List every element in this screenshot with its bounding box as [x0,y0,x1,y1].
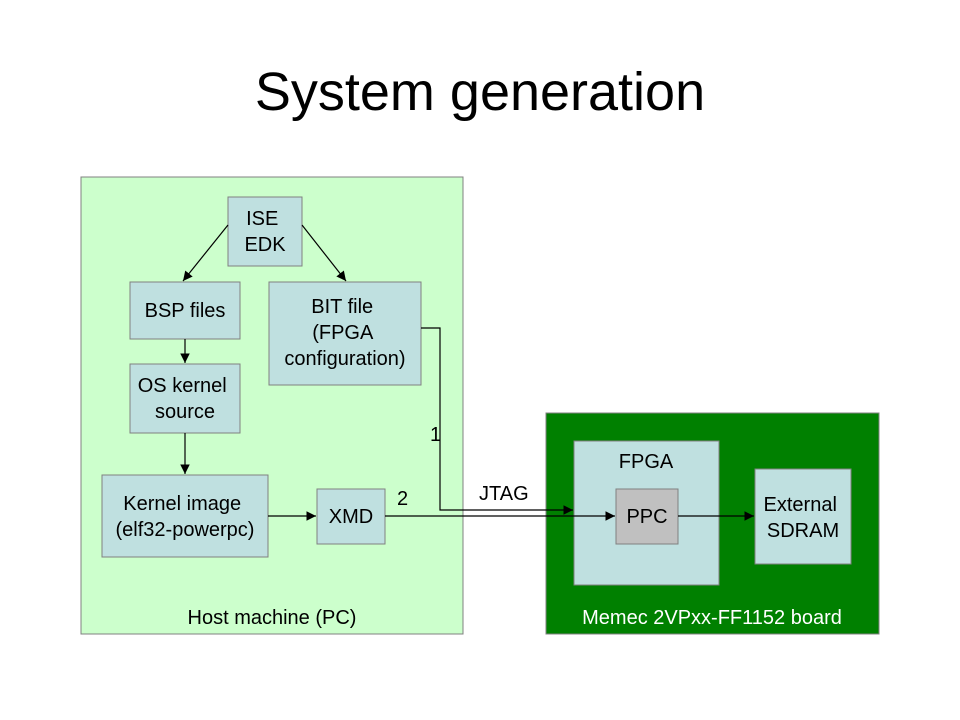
host-machine-label: Host machine (PC) [188,607,357,629]
os-kernel-line1: OS kernel [138,375,227,397]
bit-file-box [268,281,422,386]
bit-file-line2: (FPGA [312,322,374,344]
arrow-ise-to-bit [301,224,347,282]
kernel-image-line2: (elf32-powerpc) [116,519,255,541]
edk-label: EDK [244,234,286,256]
os-kernel-line2: source [155,401,215,423]
bit-file-line3: configuration) [284,348,405,370]
svg-text:Kernel image (elf32-powerp: Kernel image (elf32-powerpc) [116,493,255,541]
board-label: Memec 2VPxx-FF1152 board [582,607,842,629]
step-2-label: 2 [397,488,408,510]
sdram-line1: External [764,494,837,516]
sdram-line2: SDRAM [767,520,839,542]
ise-label: ISE [246,208,278,230]
kernel-image-box [101,474,269,558]
bsp-files-label: BSP files [145,300,226,322]
jtag-label: JTAG [479,483,529,505]
step-1-label: 1 [430,424,441,446]
slide-title: System generation [254,62,706,122]
arrow-ise-to-bsp [182,224,229,282]
kernel-image-line1: Kernel image [123,493,241,515]
bit-file-line1: BIT file [311,296,373,318]
svg-text:ISE EDK: ISE EDK [244,208,286,256]
svg-text:OS kernel source: OS kernel source [138,375,233,423]
ise-edk-box [227,196,303,267]
fpga-label: FPGA [619,451,674,473]
os-kernel-source-box [129,363,241,434]
bsp-files-box [129,281,241,340]
path-bit-to-fpga [421,327,573,515]
svg-text:External SDRAM: External SDRAM [764,494,843,542]
ppc-label: PPC [626,506,667,528]
sdram-box [754,468,852,565]
svg-text:BIT file (FPGA configu: BIT file (FPGA configuration) [284,296,405,370]
xmd-label: XMD [329,506,373,528]
